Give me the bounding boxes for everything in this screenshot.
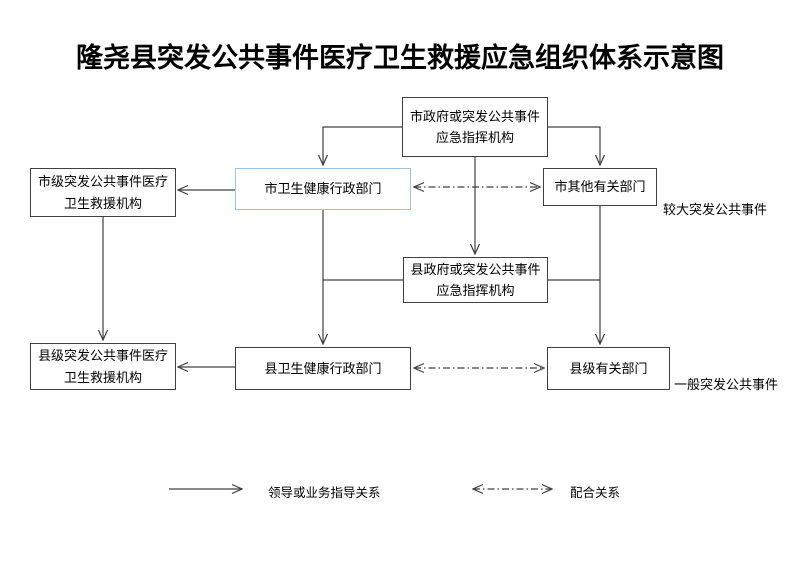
- legend-lead-label: 领导或业务指导关系: [268, 486, 381, 500]
- diagram-title: 隆尧县突发公共事件医疗卫生救援应急组织体系示意图: [76, 43, 724, 73]
- node-city-medical-rescue: 市级突发公共事件医疗 卫生救援机构: [30, 168, 176, 217]
- node-county-government: 县政府或突发公共事件 应急指挥机构: [403, 257, 548, 303]
- arrow-citygov-to-cityother: [548, 126, 600, 165]
- legend-cooperate-label: 配合关系: [570, 486, 621, 500]
- arrow-citygov-to-cityhealth: [323, 126, 402, 165]
- node-city-other-departments: 市其他有关部门: [543, 168, 657, 206]
- label-major-public-event: 较大突发公共事件: [663, 202, 768, 217]
- node-county-medical-rescue: 县级突发公共事件医疗 卫生救援机构: [30, 343, 176, 390]
- node-city-government: 市政府或突发公共事件 应急指挥机构: [402, 97, 548, 157]
- label-general-public-event: 一般突发公共事件: [674, 377, 779, 392]
- node-city-health-admin: 市卫生健康行政部门: [235, 168, 411, 210]
- node-county-health-admin: 县卫生健康行政部门: [235, 347, 411, 390]
- node-county-other-departments: 县级有关部门: [547, 347, 670, 390]
